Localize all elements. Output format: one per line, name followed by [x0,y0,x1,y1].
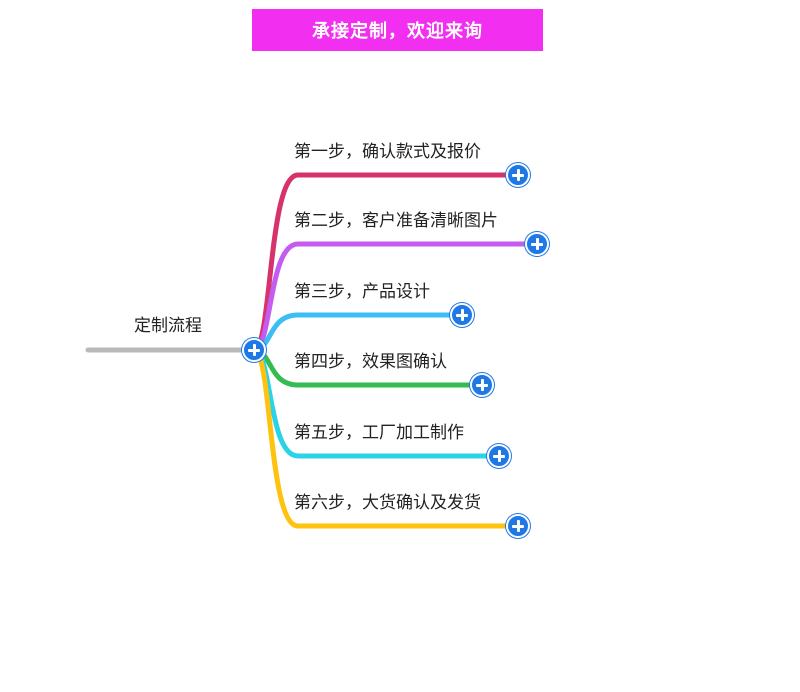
branch-line-1 [251,172,521,353]
root-label: 定制流程 [134,316,202,336]
root-expand-button[interactable] [242,338,266,362]
step-label-4: 第四步，效果图确认 [294,352,447,372]
step-5-expand-button[interactable] [487,444,511,468]
step-label-2: 第二步，客户准备清晰图片 [294,211,498,231]
branch-line-3 [251,312,465,353]
step-1-expand-button[interactable] [506,163,530,187]
step-label-5: 第五步，工厂加工制作 [294,423,464,443]
step-4-expand-button[interactable] [470,373,494,397]
step-label-6: 第六步，大货确认及发货 [294,493,481,513]
step-label-3: 第三步，产品设计 [294,282,430,302]
step-6-expand-button[interactable] [506,514,530,538]
step-2-expand-button[interactable] [525,232,549,256]
step-label-1: 第一步，确认款式及报价 [294,142,481,162]
step-3-expand-button[interactable] [450,303,474,327]
banner: 承接定制，欢迎来询 [252,9,543,51]
